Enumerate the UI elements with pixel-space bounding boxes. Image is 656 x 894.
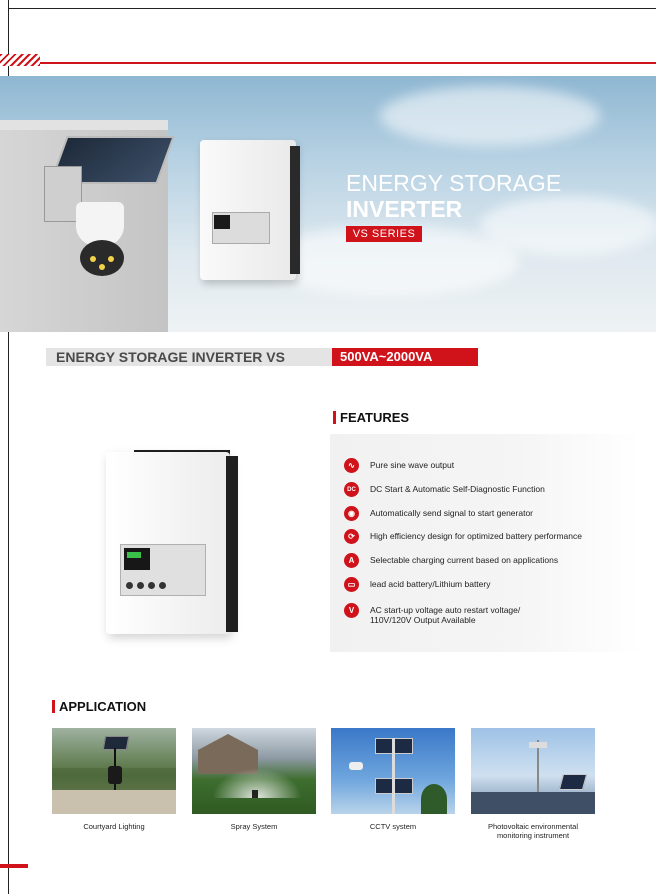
voltage-icon: V [344, 603, 359, 618]
camera-led [108, 256, 114, 262]
camera-bracket [44, 166, 82, 222]
feature-text: High efficiency design for optimized bat… [370, 531, 582, 541]
cctv-system-image [331, 728, 455, 814]
application-caption: Spray System [230, 822, 278, 831]
efficiency-cycle-icon: ⟳ [344, 529, 359, 544]
application-heading-marker [52, 700, 55, 713]
courtyard-lighting-image [52, 728, 176, 814]
feature-item: ∿ Pure sine wave output [344, 458, 454, 478]
solar-panel [558, 774, 588, 790]
application-caption: CCTV system [369, 822, 417, 831]
features-heading: FEATURES [340, 410, 410, 425]
banner-title-line2: INVERTER [346, 196, 463, 222]
spray-system-image [192, 728, 316, 814]
banner-inverter-image [200, 140, 296, 280]
product-title: ENERGY STORAGE INVERTER VS [56, 349, 285, 365]
camera-led [90, 256, 96, 262]
feature-item: DC DC Start & Automatic Self-Diagnostic … [344, 482, 545, 502]
cloud [380, 86, 600, 146]
cctv-pole [392, 738, 395, 814]
banner-title-line1: ENERGY STORAGE [346, 170, 562, 196]
power-range-badge: 500VA~2000VA [332, 348, 478, 366]
sprinkler-head [252, 790, 258, 798]
product-title-bar [46, 348, 332, 366]
feature-item: V AC start-up voltage auto restart volta… [344, 603, 521, 625]
sine-wave-icon: ∿ [344, 458, 359, 473]
garden-path [52, 790, 176, 814]
mini-solar-panel [102, 736, 130, 750]
page-border-top [8, 8, 656, 9]
application-caption: Courtyard Lighting [83, 822, 145, 831]
product-inverter-image [106, 452, 230, 634]
battery-icon: ▭ [344, 577, 359, 592]
instrument-mast [537, 740, 539, 802]
application-heading: APPLICATION [59, 699, 147, 714]
feature-text: AC start-up voltage auto restart voltage… [370, 605, 521, 625]
product-button [137, 582, 144, 589]
product-inverter-side [226, 456, 238, 632]
banner-series-badge: VS SERIES [346, 226, 422, 242]
application-caption: Photovoltaic environmental monitoring in… [487, 822, 579, 840]
generator-signal-icon: ◉ [344, 506, 359, 521]
lamp-head [108, 766, 122, 784]
product-lcd-indicator [127, 552, 141, 558]
feature-item: ▭ lead acid battery/Lithium battery [344, 577, 490, 597]
feature-text: DC Start & Automatic Self-Diagnostic Fun… [370, 484, 545, 494]
features-heading-marker [333, 411, 336, 424]
product-button [159, 582, 166, 589]
security-camera-image [76, 202, 124, 246]
product-button [148, 582, 155, 589]
pv-monitoring-image [471, 728, 595, 814]
feature-item: ⟳ High efficiency design for optimized b… [344, 529, 582, 549]
cloud [480, 196, 656, 256]
tree [421, 784, 447, 814]
camera-led [99, 264, 105, 270]
feature-text: Selectable charging current based on app… [370, 555, 559, 565]
feature-item: ◉ Automatically send signal to start gen… [344, 506, 533, 526]
header-red-rule [40, 62, 656, 64]
banner-inverter-side [290, 146, 300, 274]
charging-current-icon: A [344, 553, 359, 568]
feature-text: lead acid battery/Lithium battery [370, 579, 491, 589]
header-hatch-decoration [0, 54, 40, 66]
camera-dome [80, 240, 124, 276]
cctv-camera [349, 762, 363, 770]
pv-array-field [471, 792, 595, 814]
banner-wall-top [0, 120, 168, 130]
weather-sensor [529, 742, 547, 748]
footer-red-mark [0, 864, 28, 868]
feature-item: A Selectable charging current based on a… [344, 553, 558, 573]
features-panel [330, 434, 642, 652]
product-button [126, 582, 133, 589]
page-border-left [8, 0, 9, 894]
feature-text: Pure sine wave output [370, 460, 455, 470]
feature-text: Automatically send signal to start gener… [370, 508, 534, 518]
banner-inverter-lcd [214, 215, 230, 229]
dc-icon: DC [344, 482, 359, 497]
